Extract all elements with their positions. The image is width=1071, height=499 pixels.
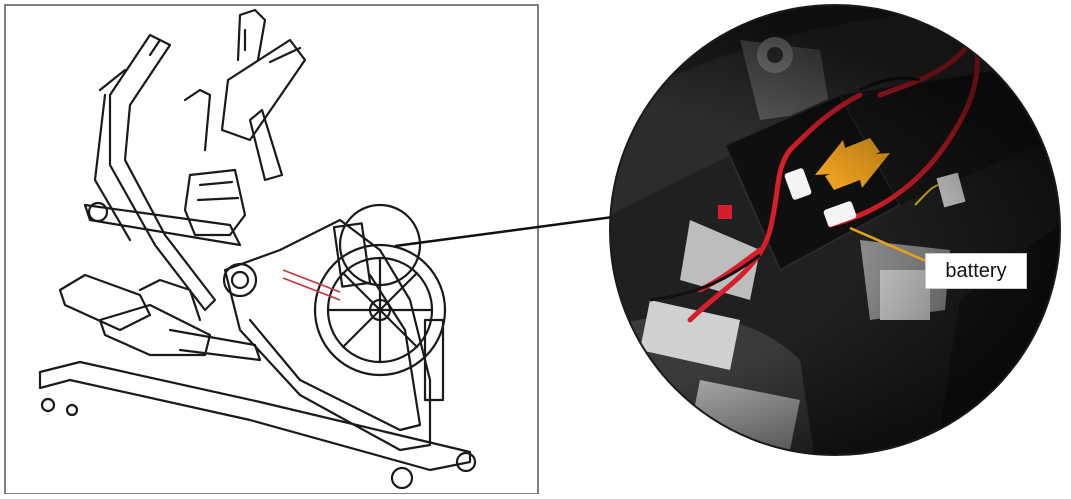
motor-housing bbox=[183, 168, 247, 237]
drive-hub bbox=[222, 262, 258, 298]
pedal-right bbox=[98, 303, 212, 357]
rear-shroud bbox=[223, 218, 432, 452]
flywheel bbox=[313, 243, 447, 377]
console bbox=[220, 38, 307, 142]
elliptical-trainer-drawing bbox=[4, 4, 539, 495]
base-rail bbox=[38, 360, 472, 472]
console-mast bbox=[248, 108, 284, 182]
pedal-left bbox=[58, 273, 152, 332]
battery-pointer bbox=[849, 226, 936, 267]
callout-connector bbox=[394, 215, 614, 248]
battery-label: battery bbox=[925, 253, 1027, 289]
drawing-frame bbox=[4, 4, 539, 495]
moving-arm bbox=[108, 33, 217, 312]
